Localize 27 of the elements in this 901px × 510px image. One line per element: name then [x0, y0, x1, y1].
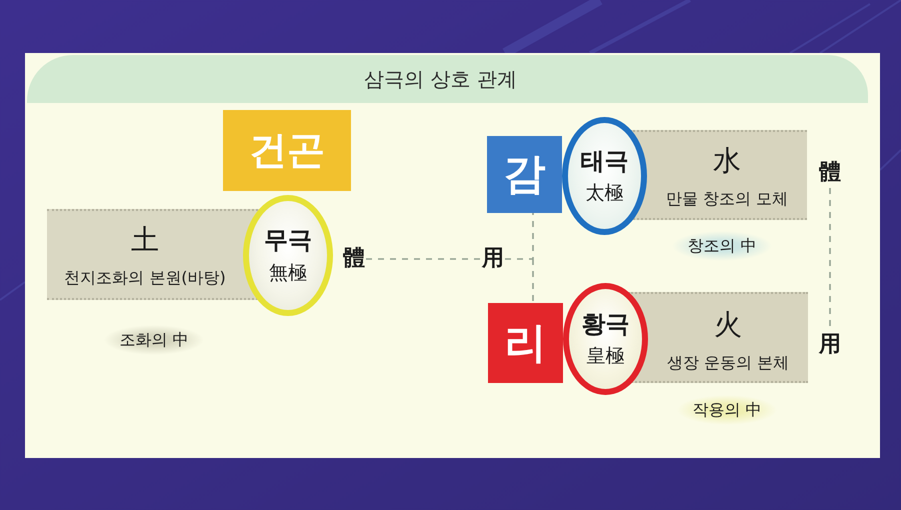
diagram-title: 삼극의 상호 관계 [364, 68, 517, 90]
element-glyph: 土 [131, 225, 159, 256]
dashed-connector [366, 258, 481, 260]
center-label: 조화의 中 [104, 325, 204, 355]
center-label: 작용의 中 [677, 395, 777, 425]
dashed-connector [504, 212, 534, 304]
info-panel [628, 292, 808, 383]
element-glyph: 水 [713, 146, 741, 177]
term-hanja: 無極 [269, 262, 307, 284]
heading-tile: 감 [487, 136, 562, 213]
info-panel [630, 130, 807, 220]
term-label: 體 [818, 158, 842, 188]
term-hanja: 太極 [586, 183, 624, 204]
center-label: 창조의 中 [672, 231, 772, 261]
term-hangul: 무극 [264, 227, 312, 254]
element-description: 만물 창조의 모체 [666, 190, 788, 208]
term-label: 用 [481, 244, 505, 274]
term-hanja: 皇極 [586, 346, 624, 368]
term-label: 用 [818, 330, 842, 360]
term-hangul: 황극 [582, 310, 630, 338]
heading-tile: 건곤 [223, 110, 351, 191]
heading-tile: 리 [488, 303, 563, 383]
term-hangul: 태극 [580, 148, 628, 174]
element-description: 생장 운동의 본체 [666, 354, 790, 372]
element-description: 천지조화의 본원(바탕) [64, 268, 226, 286]
term-label: 體 [342, 244, 366, 274]
element-glyph: 火 [714, 310, 742, 341]
